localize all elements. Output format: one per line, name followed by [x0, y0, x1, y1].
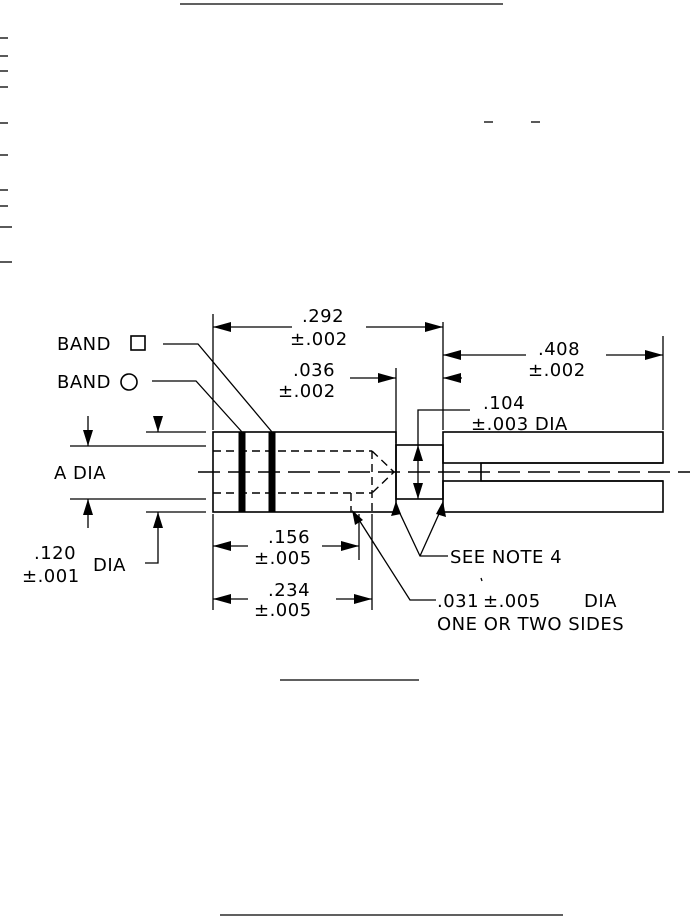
dim-036-tol: ±.002 — [278, 381, 336, 402]
dim-104-tol: ±.003 DIA — [471, 414, 568, 435]
dimension-lines — [83, 322, 663, 604]
dim-031-suffix: DIA — [584, 591, 617, 612]
band-square-label: BAND — [57, 334, 111, 355]
dim-156-value: .156 — [268, 527, 310, 548]
dim-120-tol: ±.001 — [22, 566, 80, 587]
band-circle-label: BAND — [57, 372, 111, 393]
dim-104-value: .104 — [483, 393, 525, 414]
a-dia-label: A DIA — [54, 463, 106, 484]
extension-lines — [70, 314, 664, 610]
see-note-label: SEE NOTE 4 — [450, 547, 562, 568]
dim-408-tol: ±.002 — [528, 360, 586, 381]
dim-031-value: .031 — [437, 591, 479, 612]
page-header-rules — [0, 3, 540, 263]
speck-mark — [480, 577, 483, 582]
part-outline — [198, 431, 690, 513]
dim-120-value: .120 — [34, 543, 76, 564]
circle-symbol-icon — [120, 373, 138, 391]
dim-292-tol: ±.002 — [290, 329, 348, 350]
hole-note-label: ONE OR TWO SIDES — [437, 614, 624, 635]
dim-234-value: .234 — [268, 580, 310, 601]
dim-036-value: .036 — [293, 360, 335, 381]
dim-292-value: .292 — [302, 306, 344, 327]
leader-lines — [152, 343, 448, 601]
dim-120-suffix: DIA — [93, 555, 126, 576]
square-symbol-icon — [130, 335, 146, 351]
dim-234-tol: ±.005 — [254, 600, 312, 621]
dim-408-value: .408 — [538, 339, 580, 360]
dim-031-tol: ±.005 — [483, 591, 541, 612]
dim-156-tol: ±.005 — [254, 548, 312, 569]
